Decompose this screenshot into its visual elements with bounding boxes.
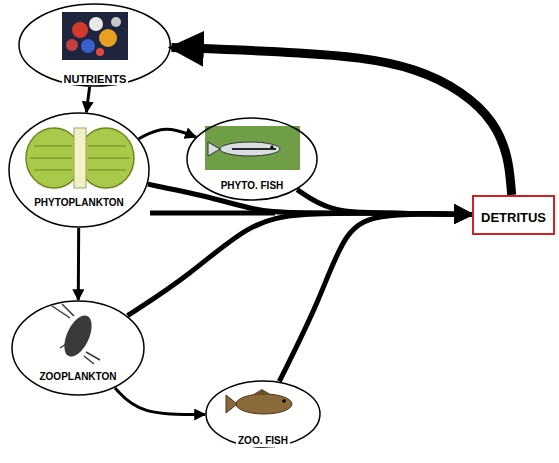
flow-arrow [279, 214, 472, 381]
text-holder: ZOOPLANKTON [11, 366, 145, 384]
text-holder: ZOO. FISH [205, 430, 321, 448]
node-label: NUTRIENTS [62, 73, 129, 86]
text-holder: PHYTO. FISH [186, 175, 318, 193]
flow-arrow [77, 228, 80, 300]
flow-arrow [128, 213, 472, 316]
phyto-fish-picture [205, 126, 300, 170]
flow-arrow [86, 87, 89, 112]
zooplankton-picture [52, 304, 100, 364]
flow-arrow [139, 129, 196, 138]
text-holder: NUTRIENTS [18, 69, 171, 87]
node-label: PHYTO. FISH [219, 180, 286, 192]
zooplankton-ellipse: ZOOPLANKTON [11, 300, 145, 396]
detritus-box: DETRITUS [472, 195, 555, 235]
node-label: ZOOPLANKTON [37, 371, 118, 383]
flow-arrow [297, 190, 472, 215]
node-label: DETRITUS [479, 211, 548, 226]
ellipse-outline [8, 112, 150, 228]
flow-arrow [171, 48, 511, 195]
flow-arrow [115, 388, 205, 415]
node-label: PHYTOPLANKTON [32, 197, 126, 209]
text-holder: DETRITUS [474, 208, 553, 226]
nutrients-ellipse: NUTRIENTS [18, 3, 171, 87]
phytoplankton-ellipse: PHYTOPLANKTON [8, 112, 150, 228]
text-holder: PHYTOPLANKTON [8, 192, 150, 210]
node-label: ZOO. FISH [236, 435, 290, 447]
diatom-picture [26, 128, 134, 188]
molecule-picture [62, 12, 128, 60]
phyto-fish-ellipse: PHYTO. FISH [186, 117, 318, 201]
zoo-fish-ellipse: ZOO. FISH [205, 380, 321, 448]
zoo-fish-picture [226, 389, 292, 414]
flow-arrow [148, 184, 472, 214]
